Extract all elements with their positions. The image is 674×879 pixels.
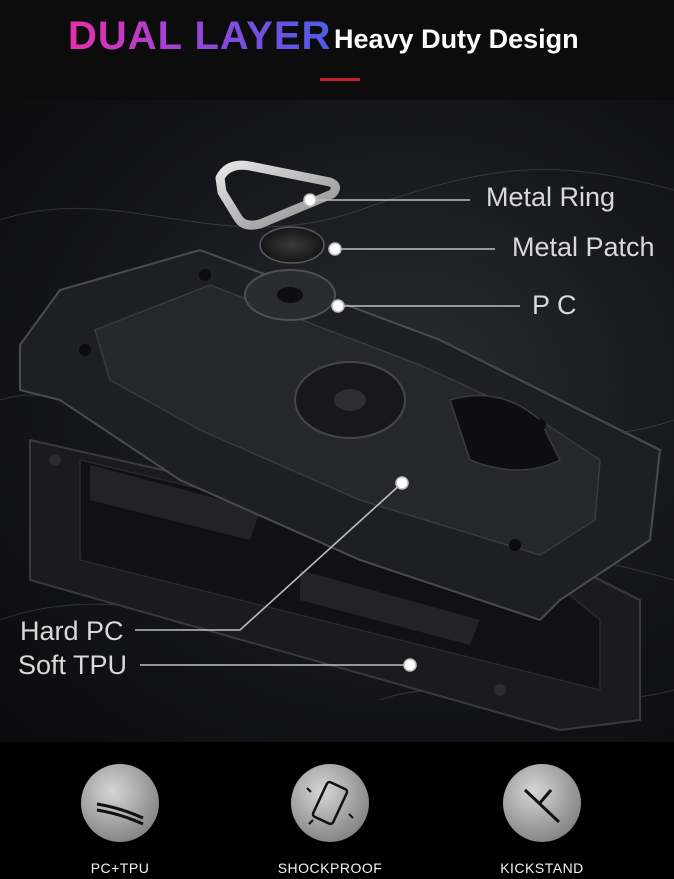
feature-kickstand: KICKSTAND: [482, 764, 602, 876]
callout-pc: P C: [532, 290, 577, 320]
metal-ring: [215, 160, 340, 230]
kickstand-icon: [503, 764, 581, 842]
hard-pc-layer: [19, 248, 662, 622]
callout-metal-ring: Metal Ring: [486, 182, 616, 212]
callout-metal-patch: Metal Patch: [512, 232, 655, 262]
callout-hard-pc: Hard PC: [20, 616, 124, 646]
phone-shock-icon: [291, 764, 369, 842]
product-exploded-view: Metal Ring Metal Patch P C Hard PC Soft …: [0, 100, 674, 742]
pc-disc: [244, 269, 336, 321]
page-subtitle: Heavy Duty Design: [334, 24, 579, 54]
metal-patch: [259, 226, 325, 264]
feature-shockproof: SHOCKPROOF: [270, 764, 390, 876]
layers-icon: [81, 764, 159, 842]
callout-soft-tpu: Soft TPU: [18, 650, 128, 680]
feature-label: PC+TPU: [90, 860, 150, 876]
feature-pc-tpu: PC+TPU: [60, 764, 180, 876]
title-underline: [320, 78, 360, 81]
feature-label: SHOCKPROOF: [277, 860, 383, 876]
feature-bar: PC+TPU SHOCKPROOF KICKSTAND: [0, 742, 674, 879]
header-banner: DUAL LAYER Heavy Duty Design: [0, 0, 674, 100]
page-title: DUAL LAYER: [68, 14, 332, 58]
case-illustration: [0, 160, 674, 732]
feature-label: KICKSTAND: [500, 860, 584, 876]
soft-tpu-layer: [29, 438, 641, 732]
callout-lines: [135, 193, 520, 672]
